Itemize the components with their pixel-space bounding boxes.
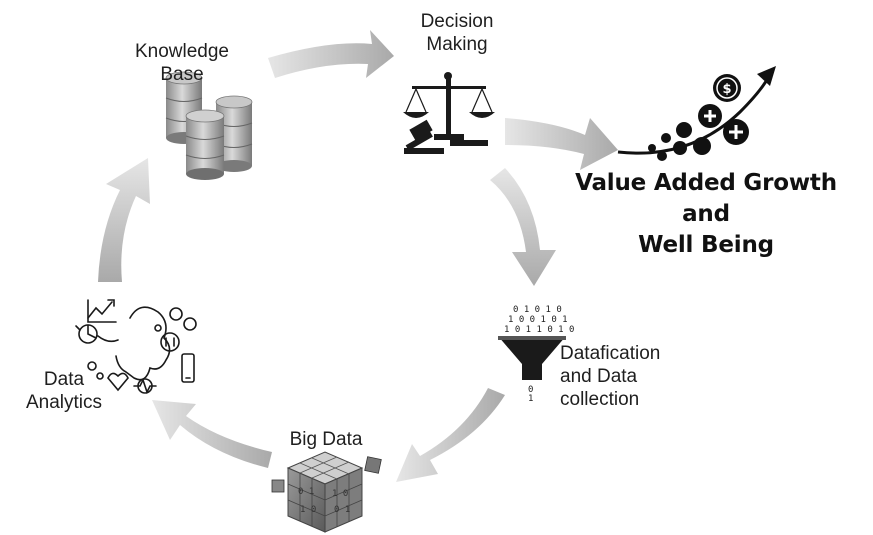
svg-text:1: 1 xyxy=(528,394,533,404)
analytics-head-icon xyxy=(75,299,197,395)
data-cube-icon: 0 1 1 0 1 0 0 1 xyxy=(271,451,382,533)
outcome-label: Value Added Growth and Well Being xyxy=(548,168,864,261)
svg-text:0: 0 xyxy=(528,385,533,395)
decision-making-label-line2: Making xyxy=(426,34,488,55)
svg-text:0 1 0 1 0: 0 1 0 1 0 xyxy=(513,305,562,315)
big-data-label-line1: Big Data xyxy=(289,429,363,450)
scales-gavel-icon xyxy=(403,72,495,154)
data-analytics-label: Data Analytics xyxy=(16,368,112,414)
knowledge-base-label-line2: Base xyxy=(160,64,204,85)
datafication-label-line3: collection xyxy=(560,389,640,410)
arrow-datafication-to-bigdata xyxy=(396,388,505,482)
datafication-label: Datafication and Data collection xyxy=(560,342,690,411)
svg-text:$: $ xyxy=(722,82,731,97)
svg-text:0 1: 0 1 xyxy=(298,487,314,497)
data-analytics-label-line2: Analytics xyxy=(25,392,103,413)
decision-making-label: Decision Making xyxy=(402,10,512,56)
knowledge-base-label-line1: Knowledge xyxy=(134,41,230,62)
arrow-kb-to-decision xyxy=(268,30,394,78)
arrow-decision-to-outcome xyxy=(505,118,618,170)
svg-text:1 0: 1 0 xyxy=(332,489,348,499)
svg-text:0 1: 0 1 xyxy=(334,505,350,515)
arrow-bigdata-to-analytics xyxy=(152,400,272,468)
funnel-icon: 0 1 0 1 0 1 0 0 1 0 1 1 0 1 1 0 1 0 0 1 xyxy=(498,305,574,404)
database-icon xyxy=(165,71,253,180)
arrow-decision-to-datafication xyxy=(490,168,556,286)
svg-text:1 0 0 1 0 1: 1 0 0 1 0 1 xyxy=(508,315,568,325)
datafication-label-line1: Datafication xyxy=(560,343,661,364)
decision-making-label-line1: Decision xyxy=(420,11,494,32)
data-analytics-label-line1: Data xyxy=(43,369,85,390)
outcome-label-line2: Well Being xyxy=(638,232,774,258)
svg-text:1 0: 1 0 xyxy=(300,505,316,515)
svg-text:1 0 1 1 0 1 0: 1 0 1 1 0 1 0 xyxy=(504,325,574,335)
knowledge-base-label: Knowledge Base xyxy=(122,40,242,86)
datafication-label-line2: and Data xyxy=(560,366,638,387)
outcome-label-line1: Value Added Growth and xyxy=(575,170,837,227)
big-data-label: Big Data xyxy=(276,428,376,451)
arrow-analytics-to-kb xyxy=(98,158,150,282)
growth-coins-icon: $ xyxy=(617,66,776,161)
